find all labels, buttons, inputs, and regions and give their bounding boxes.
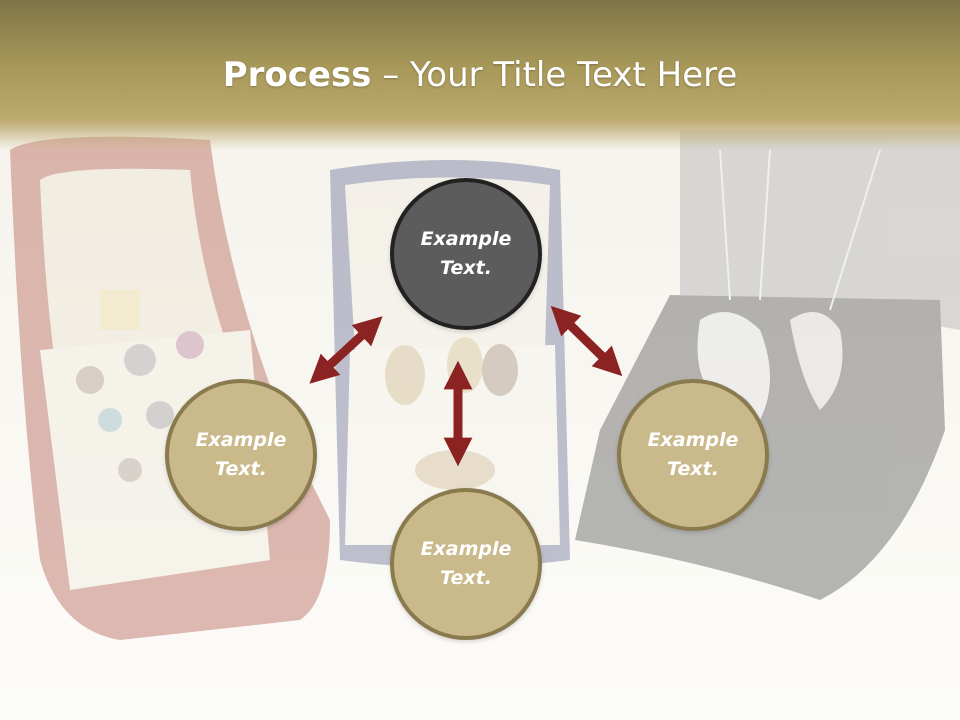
right-node[interactable]: Example Text. bbox=[617, 379, 769, 531]
right-node-label: Example Text. bbox=[647, 429, 739, 480]
center-node-label: Example Text. bbox=[420, 228, 512, 279]
title-bold: Process bbox=[222, 55, 372, 95]
left-node-label: Example Text. bbox=[195, 429, 287, 480]
center-node[interactable]: Example Text. bbox=[390, 178, 542, 330]
title-band bbox=[0, 0, 960, 150]
title-rest: – Your Title Text Here bbox=[371, 55, 738, 95]
arrow-center-left bbox=[309, 316, 383, 384]
slide-title: Process – Your Title Text Here bbox=[0, 52, 960, 98]
arrow-center-right bbox=[550, 305, 623, 377]
bottom-node[interactable]: Example Text. bbox=[390, 488, 542, 640]
left-node[interactable]: Example Text. bbox=[165, 379, 317, 531]
bottom-node-label: Example Text. bbox=[420, 538, 512, 589]
